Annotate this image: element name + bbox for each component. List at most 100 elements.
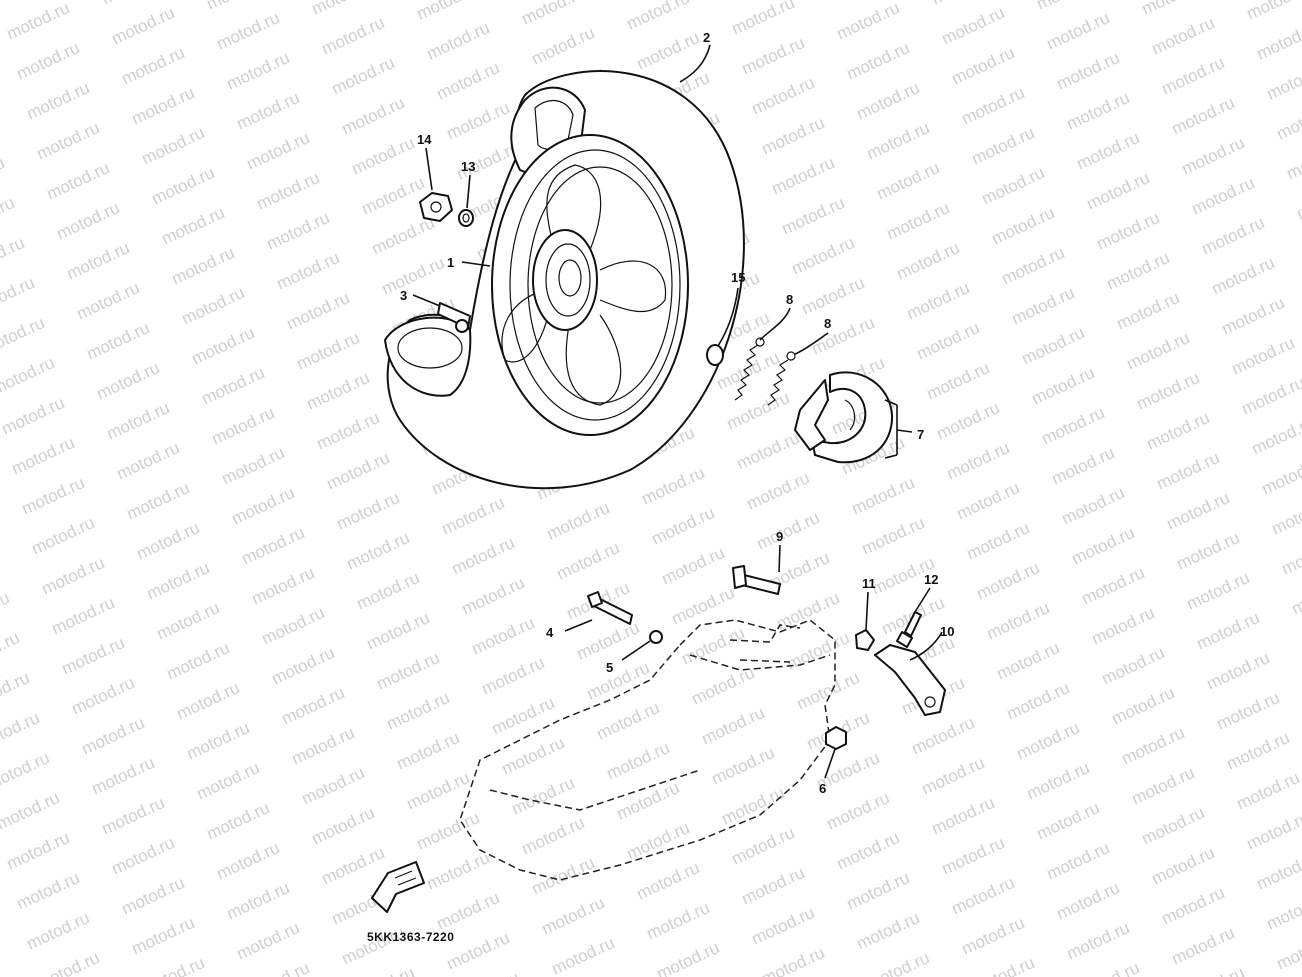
watermark-text: motod.ru [349, 963, 418, 977]
watermark-text: motod.ru [749, 73, 818, 119]
watermark-text: motod.ru [874, 158, 943, 204]
watermark-text: motod.ru [929, 793, 998, 839]
watermark-text: motod.ru [1024, 758, 1093, 804]
watermark-text: motod.ru [129, 913, 198, 959]
watermark-text: motod.ru [644, 898, 713, 944]
watermark-text: motod.ru [329, 53, 398, 99]
watermark-text: motod.ru [939, 3, 1008, 49]
watermark-text: motod.ru [214, 8, 283, 54]
rim-spoke-left [501, 289, 551, 363]
watermark-text: motod.ru [1149, 13, 1218, 59]
watermark-text: motod.ru [59, 633, 128, 679]
watermark-text: motod.ru [144, 558, 213, 604]
transmission-case-bottom-lip [489, 769, 701, 811]
watermark-text: motod.ru [994, 638, 1063, 684]
watermark-text: motod.ru [124, 478, 193, 524]
watermark-text: motod.ru [974, 558, 1043, 604]
watermark-text: motod.ru [699, 703, 768, 749]
watermark-text: motod.ru [654, 938, 723, 977]
spring-a-part [734, 344, 759, 401]
watermark-text: motod.ru [1299, 613, 1302, 659]
leader-7 [884, 399, 913, 459]
watermark-text: motod.ru [319, 13, 388, 59]
watermark-text: motod.ru [959, 913, 1028, 959]
watermark-text: motod.ru [224, 878, 293, 924]
watermark-text: motod.ru [989, 203, 1058, 249]
watermark-text: motod.ru [1099, 643, 1168, 689]
watermark-text: motod.ru [0, 233, 27, 279]
bolt-12-part [904, 611, 922, 637]
watermark-text: motod.ru [1014, 718, 1083, 764]
watermark-text: motod.ru [0, 353, 57, 399]
leader-12 [914, 587, 931, 613]
watermark-text: motod.ru [369, 213, 438, 259]
watermark-text: motod.ru [99, 793, 168, 839]
watermark-text: motod.ru [1184, 568, 1253, 614]
diagram-code: 5KK1363-7220 [367, 930, 454, 944]
watermark-text: motod.ru [204, 798, 273, 844]
transmission-case-outline [459, 619, 836, 881]
watermark-text: motod.ru [1009, 283, 1078, 329]
watermark-text: motod.ru [219, 443, 288, 489]
rim-spoke-upper [546, 164, 602, 251]
watermark-text: motod.ru [949, 43, 1018, 89]
transmission-case-group [371, 565, 946, 913]
callout-8-upper: 8 [786, 292, 793, 307]
watermark-text: motod.ru [1054, 48, 1123, 94]
watermark-text: motod.ru [794, 668, 863, 714]
watermark-text: motod.ru [344, 528, 413, 574]
watermark-text: motod.ru [1289, 573, 1302, 619]
watermark-text: motod.ru [114, 438, 183, 484]
bolt-9-head [732, 565, 747, 589]
rim-lip-inner [527, 166, 673, 404]
leader-1 [461, 261, 491, 267]
callout-10: 10 [940, 624, 954, 639]
watermark-text: motod.ru [0, 748, 52, 794]
watermark-text: motod.ru [394, 728, 463, 774]
watermark-text: motod.ru [914, 318, 983, 364]
leader-14 [425, 147, 433, 191]
watermark-text: motod.ru [1169, 923, 1238, 969]
watermark-text: motod.ru [539, 893, 608, 939]
watermark-text: motod.ru [854, 908, 923, 954]
watermark-text: motod.ru [1019, 323, 1088, 369]
watermark-text: motod.ru [289, 723, 358, 769]
watermark-text: motod.ru [1154, 448, 1223, 494]
watermark-text: motod.ru [319, 843, 388, 889]
watermark-text: motod.ru [424, 18, 493, 64]
watermark-text: motod.ru [44, 158, 113, 204]
watermark-text: motod.ru [649, 503, 718, 549]
spring-b-part [767, 359, 789, 406]
watermark-text: motod.ru [234, 918, 303, 964]
watermark-text: motod.ru [864, 948, 933, 977]
callout-12: 12 [924, 572, 938, 587]
watermark-text: motod.ru [1074, 128, 1143, 174]
watermark-text: motod.ru [1264, 888, 1302, 934]
watermark-text: motod.ru [229, 483, 298, 529]
watermark-text: motod.ru [334, 488, 403, 534]
watermark-text: motod.ru [1039, 403, 1108, 449]
watermark-text: motod.ru [259, 603, 328, 649]
callout-15: 15 [731, 270, 745, 285]
watermark-text: motod.ru [709, 743, 778, 789]
watermark-text: motod.ru [234, 88, 303, 134]
watermark-text: motod.ru [214, 838, 283, 884]
transmission-case-mount-detail [729, 624, 801, 663]
watermark-text: motod.ru [509, 773, 578, 819]
watermark-text: motod.ru [849, 473, 918, 519]
watermark-text: motod.ru [789, 233, 858, 279]
washer-15-part [706, 344, 724, 366]
watermark-text: motod.ru [434, 58, 503, 104]
spring-b-hook-top [786, 351, 796, 361]
watermark-text: motod.ru [384, 688, 453, 734]
watermark-text: motod.ru [34, 118, 103, 164]
watermark-text: motod.ru [1159, 53, 1228, 99]
watermark-text: motod.ru [1034, 798, 1103, 844]
watermark-text: motod.ru [64, 238, 133, 284]
watermark-text: motod.ru [269, 643, 338, 689]
watermark-text: motod.ru [459, 573, 528, 619]
watermark-text: motod.ru [14, 868, 83, 914]
watermark-text: motod.ru [1169, 93, 1238, 139]
watermark-text: motod.ru [1174, 528, 1243, 574]
watermark-text: motod.ru [164, 638, 233, 684]
